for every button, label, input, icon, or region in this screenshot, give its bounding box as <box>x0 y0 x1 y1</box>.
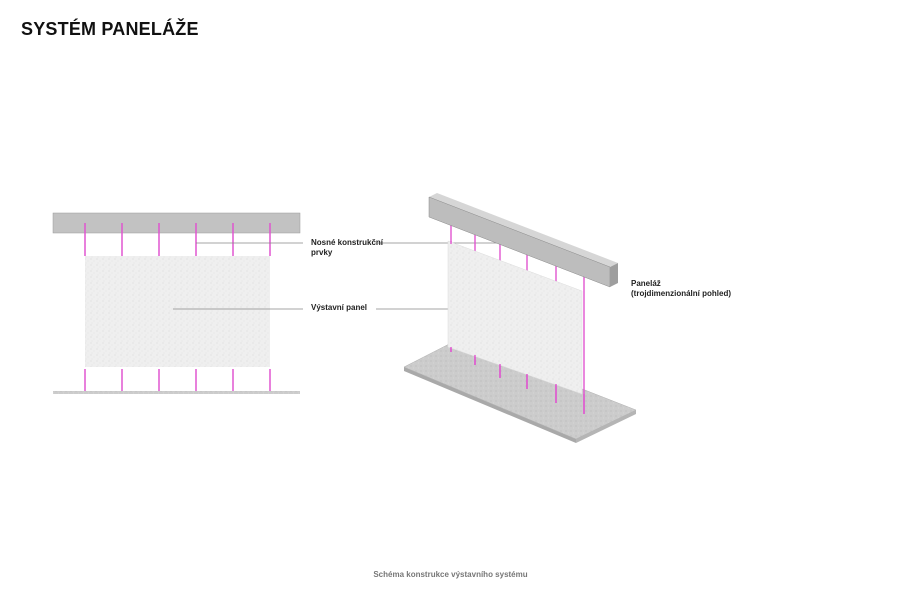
front-floor <box>53 391 300 394</box>
label-nosne-konstrukcni-prvky: Nosné konstrukční prvky <box>311 238 401 258</box>
iso-floor <box>403 339 637 440</box>
label-nosne-line2: prvky <box>311 248 333 257</box>
front-support-rods <box>84 223 271 392</box>
front-display-panel <box>85 256 270 367</box>
iso-display-panel <box>447 240 583 395</box>
iso-view <box>403 193 637 443</box>
iso-floor-side <box>404 367 576 443</box>
label-panelaz-line1: Paneláž <box>631 279 661 288</box>
iso-rods-front <box>450 241 585 414</box>
front-top-beam <box>52 212 301 234</box>
label-vystavni-panel: Výstavní panel <box>311 303 368 312</box>
iso-beam-end <box>610 263 618 287</box>
diagram-caption: Schéma konstrukce výstavního systému <box>373 570 528 579</box>
iso-floor-side-right <box>576 410 636 443</box>
label-panelaz: Paneláž (trojdimenzionální pohled) <box>631 279 731 299</box>
iso-beam-top <box>429 193 618 267</box>
page-title: SYSTÉM PANELÁŽE <box>21 19 199 39</box>
label-panelaz-line2: (trojdimenzionální pohled) <box>631 289 731 298</box>
label-nosne-line1: Nosné konstrukční <box>311 238 384 247</box>
front-view <box>52 212 301 394</box>
